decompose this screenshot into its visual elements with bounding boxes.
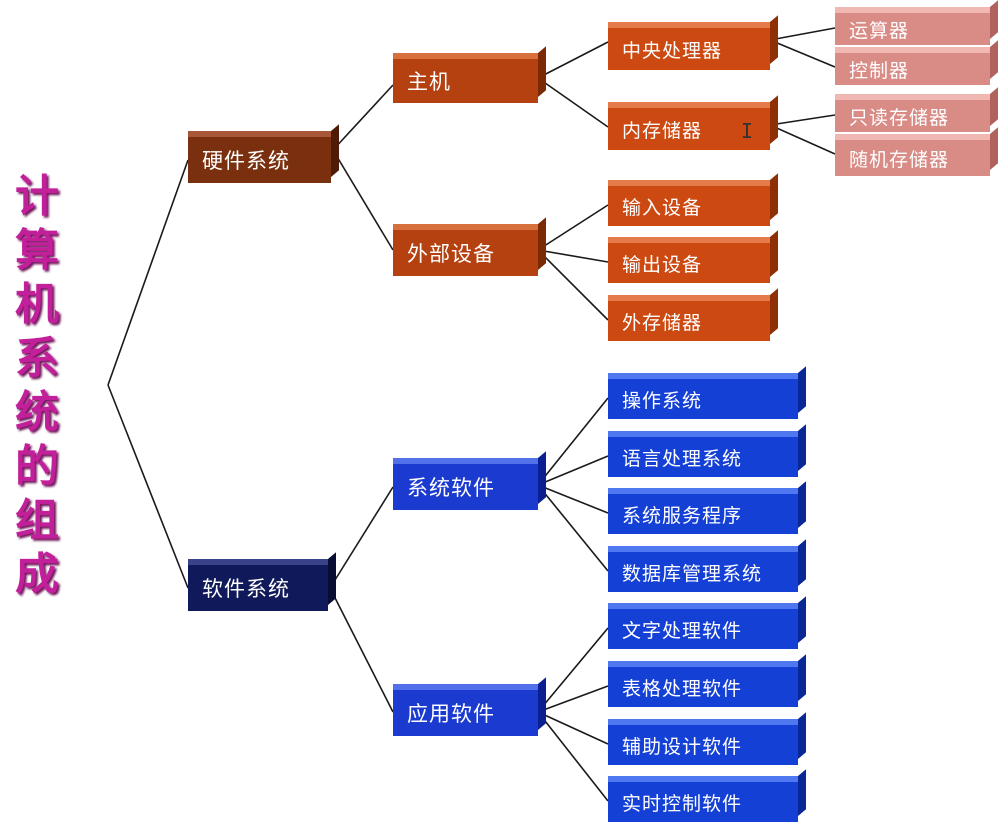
connector-memory-ram <box>769 124 836 155</box>
connector-hardware-host <box>332 84 394 151</box>
node-system-services: 系统服务程序 <box>608 488 798 534</box>
connector-cpu-control <box>769 39 836 68</box>
title-char: 系 <box>15 333 59 384</box>
node-word-processing: 文字处理软件 <box>608 603 798 649</box>
connector-host-memory <box>537 77 609 128</box>
connector-system-db <box>537 484 609 572</box>
text-cursor-icon: I <box>741 119 754 143</box>
node-application-software: 应用软件 <box>393 684 538 736</box>
connector-software-application <box>329 587 394 713</box>
node-language-processing: 语言处理系统 <box>608 431 798 477</box>
node-external-storage: 外存储器 <box>608 295 770 341</box>
node-host: 主机 <box>393 53 538 103</box>
connector-system-lang <box>537 455 609 486</box>
connector-root-hardware <box>107 159 189 386</box>
connector-app-word <box>537 627 609 713</box>
node-spreadsheet: 表格处理软件 <box>608 661 798 707</box>
node-operating-system: 操作系统 <box>608 373 798 419</box>
connector-software-system <box>329 486 394 589</box>
node-system-software: 系统软件 <box>393 458 538 510</box>
title-char: 成 <box>15 549 59 600</box>
title-char: 统 <box>15 387 59 438</box>
connector-app-rt <box>537 711 609 802</box>
title-char: 机 <box>15 279 59 330</box>
node-computer-aided-design: 辅助设计软件 <box>608 719 798 765</box>
node-cpu: 中央处理器 <box>608 22 770 70</box>
node-rom: 只读存储器 <box>835 94 990 132</box>
connector-peripherals-input <box>537 204 609 251</box>
connector-system-service <box>537 484 609 514</box>
connector-system-os <box>537 397 609 486</box>
node-output-devices: 输出设备 <box>608 237 770 283</box>
node-memory: 内存储器 <box>608 102 770 150</box>
node-realtime-control: 实时控制软件 <box>608 776 798 822</box>
connector-app-cad <box>537 711 609 745</box>
node-alu: 运算器 <box>835 7 990 45</box>
node-input-devices: 输入设备 <box>608 180 770 226</box>
node-control-unit: 控制器 <box>835 47 990 85</box>
node-software-system: 软件系统 <box>188 559 328 611</box>
connector-peripherals-storage <box>537 249 609 321</box>
node-ram: 随机存储器 <box>835 134 990 176</box>
connector-root-software <box>107 384 189 589</box>
connector-host-cpu <box>537 41 609 79</box>
connector-peripherals-output <box>537 249 609 263</box>
connector-memory-rom <box>769 114 836 126</box>
title-char: 的 <box>15 441 59 492</box>
node-hardware-system: 硬件系统 <box>188 131 331 183</box>
title-char: 算 <box>15 225 59 276</box>
node-database-management: 数据库管理系统 <box>608 546 798 592</box>
diagram-title: 计 算 机 系 统 的 组 成 <box>12 170 62 602</box>
title-char: 组 <box>15 495 59 546</box>
connector-hardware-peripherals <box>332 149 394 251</box>
title-char: 计 <box>15 171 59 222</box>
connector-app-sheet <box>537 685 609 713</box>
connector-cpu-alu <box>769 27 836 41</box>
node-peripherals: 外部设备 <box>393 224 538 276</box>
